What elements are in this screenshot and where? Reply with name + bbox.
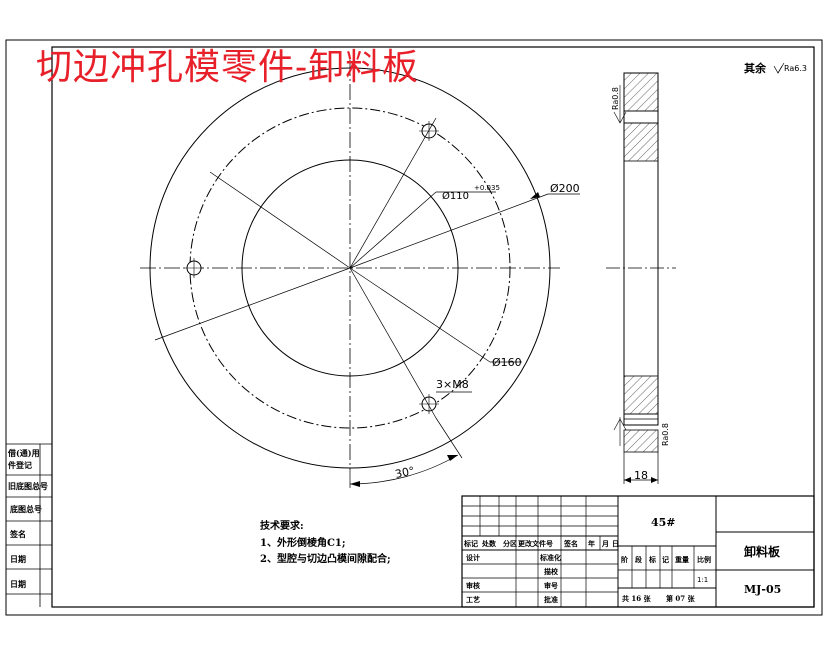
row-label-mark: 标记 <box>463 539 478 548</box>
roughness-note-value: Ra6.3 <box>784 64 807 73</box>
part-name: 卸料板 <box>744 544 781 559</box>
front-view <box>140 60 580 488</box>
row-label-doc: 更改文件号 <box>518 539 553 548</box>
side-label-4: 签名 <box>9 529 26 539</box>
side-label-1: 件登记 <box>8 460 32 470</box>
title-block <box>461 495 815 608</box>
side-label-0: 借(通)用 <box>7 448 40 458</box>
drawing-number: MJ-05 <box>744 583 781 596</box>
radial-line <box>209 171 351 269</box>
tech-req-heading: 技术要求: <box>260 519 304 532</box>
stage-label-2: 标 <box>648 555 656 564</box>
label-trace-check: 描校 <box>544 567 559 576</box>
side-view-section <box>606 72 676 484</box>
drawing-title: 切边冲孔模零件-卸料板 <box>36 47 420 88</box>
radial-line-hole <box>349 267 437 419</box>
roughness-note-prefix: 其余 <box>744 61 767 75</box>
roughness-top: Ra0.8 <box>611 87 620 110</box>
row-label-zone: 分区 <box>503 539 517 548</box>
side-label-5: 日期 <box>10 554 26 564</box>
tech-req-item-1: 1、外形倒棱角C1; <box>260 536 346 549</box>
stage-label-weight: 重量 <box>675 555 689 564</box>
hatch-lower <box>623 375 659 415</box>
label-process: 工艺 <box>466 595 480 604</box>
angle-arc <box>349 454 459 485</box>
row-label-count: 处数 <box>481 539 497 548</box>
side-label-2: 旧底图总号 <box>8 481 48 491</box>
dim-thickness: 18 <box>634 469 648 482</box>
stage-label-1: 段 <box>635 555 642 564</box>
hatch-upper <box>623 122 659 162</box>
scale-value: 1:1 <box>697 576 708 584</box>
tech-req-item-2: 2、型腔与切边凸模间隙配合; <box>260 552 391 565</box>
label-design: 设计 <box>466 553 480 562</box>
leader-dia200 <box>349 193 549 269</box>
row-label-month: 月 <box>601 539 609 548</box>
hole-upper-right <box>419 121 439 141</box>
row-label-sign: 签名 <box>563 539 578 548</box>
side-label-6: 日期 <box>10 579 26 589</box>
dim-dia110: Ø110 <box>442 190 469 202</box>
hole-lower-right <box>419 394 439 414</box>
sheet-number: 第 07 张 <box>666 594 696 603</box>
hatch-top <box>623 72 659 112</box>
dim-angle: 30° <box>394 464 416 481</box>
material-value: 45# <box>651 516 676 529</box>
stage-label-0: 阶 <box>621 555 629 564</box>
label-audit-no: 审号 <box>544 581 558 590</box>
hole-left <box>184 258 204 278</box>
dim-dia200: Ø200 <box>550 182 580 195</box>
left-record-column <box>6 443 52 607</box>
row-label-day: 日 <box>612 539 619 548</box>
dim-holes: 3×M8 <box>436 378 469 391</box>
leader-dia110 <box>349 191 437 269</box>
dim-dia110-tolerance: +0.035 <box>474 184 500 192</box>
dim-dia160: Ø160 <box>492 356 522 369</box>
label-approve: 批准 <box>544 595 558 604</box>
label-standardization: 标准化 <box>539 553 561 562</box>
hatch-bottom <box>623 429 659 453</box>
radial-line <box>154 267 351 341</box>
radial-line-hole <box>349 117 437 269</box>
label-review: 审核 <box>466 581 480 590</box>
stage-label-3: 记 <box>662 555 669 564</box>
outer-frame <box>5 39 823 616</box>
sheets-total: 共 16 张 <box>622 594 652 603</box>
radial-line <box>349 267 491 363</box>
roughness-bottom: Ra0.8 <box>661 423 670 446</box>
row-label-year: 年 <box>588 539 595 548</box>
stage-label-scale: 比例 <box>697 555 711 564</box>
side-label-3: 底图总号 <box>9 504 42 514</box>
inner-frame <box>51 46 815 608</box>
